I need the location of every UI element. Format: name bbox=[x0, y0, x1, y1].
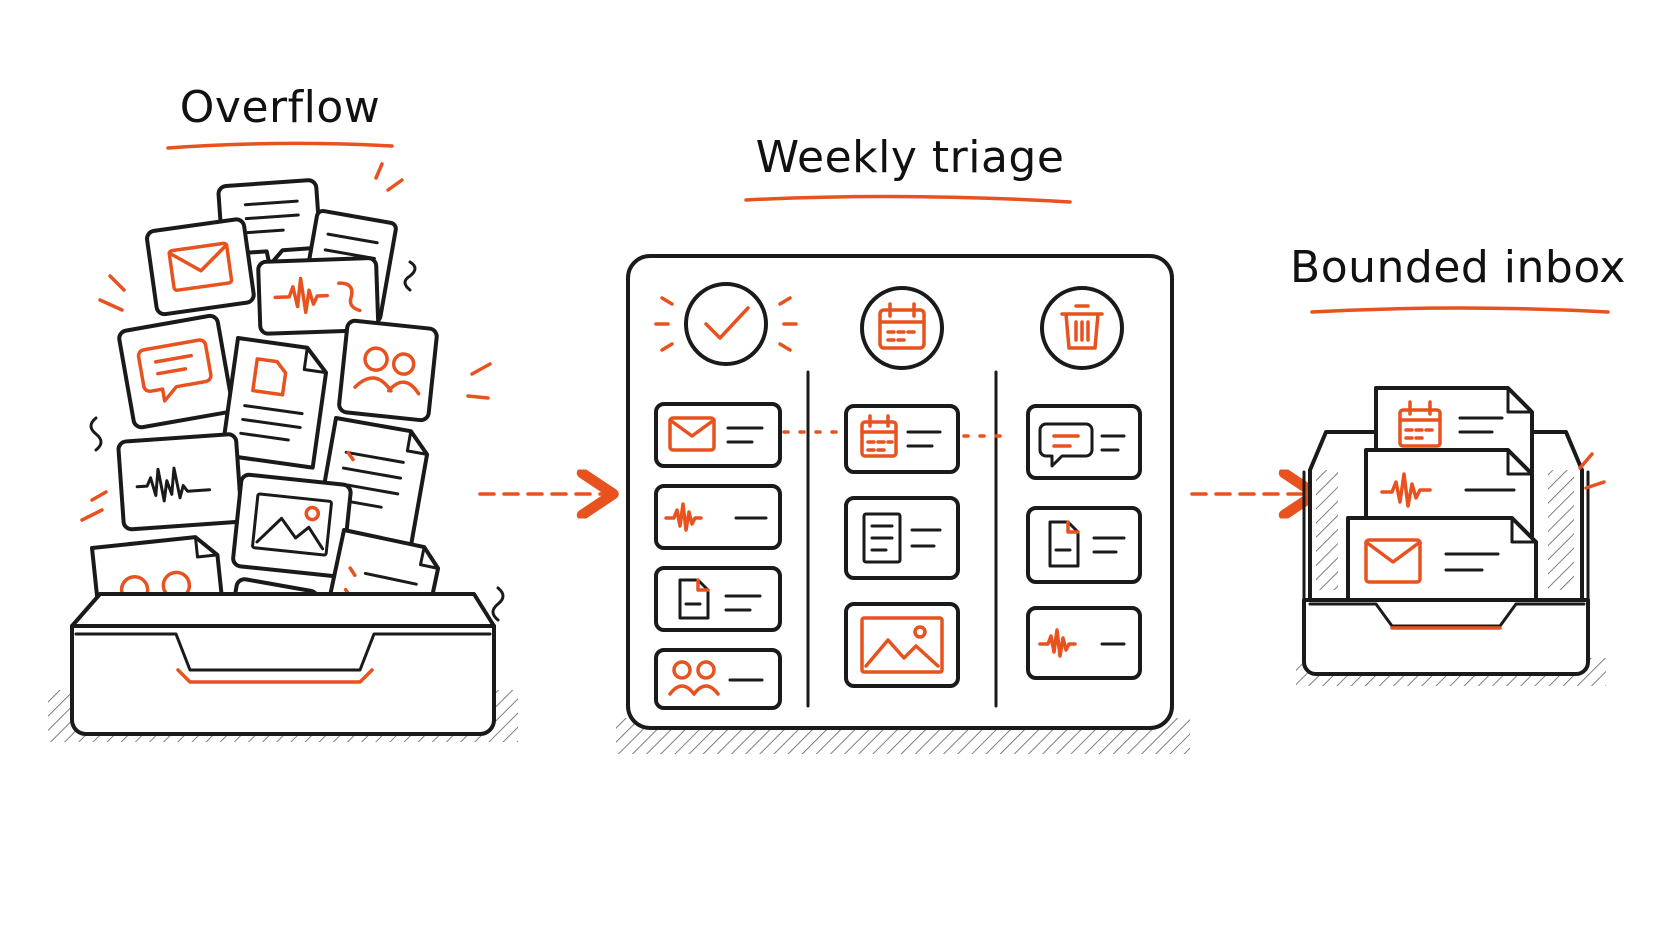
title-triage-group: Weekly triage bbox=[744, 132, 1072, 204]
overflow-card-waveform-top bbox=[256, 256, 381, 336]
overflow-card-waveform-mid bbox=[116, 432, 244, 532]
bounded-tray-inner-hatch-left bbox=[1316, 470, 1338, 590]
bounded-inbox bbox=[1296, 386, 1606, 686]
title-overflow-group: Overflow bbox=[166, 82, 394, 150]
overflow-card-document bbox=[219, 336, 329, 470]
triage-item-waveform bbox=[654, 484, 782, 550]
stage-title-overflow: Overflow bbox=[180, 82, 380, 133]
stage-title-bounded: Bounded inbox bbox=[1290, 242, 1626, 293]
stage-title-triage: Weekly triage bbox=[756, 132, 1065, 183]
triage-item-mail bbox=[654, 402, 782, 468]
bounded-motion-ticks bbox=[1578, 452, 1606, 490]
triage-board bbox=[616, 254, 1190, 754]
overflow-card-people bbox=[337, 318, 439, 423]
title-underline-overflow bbox=[166, 141, 394, 150]
triage-item-chat bbox=[1026, 404, 1142, 480]
triage-col-header-trash bbox=[1040, 286, 1124, 370]
triage-item-image bbox=[844, 602, 960, 688]
overflow-motion-ticks bbox=[80, 162, 505, 622]
bounded-tray-inner-hatch-right bbox=[1548, 470, 1574, 590]
triage-col-header-check bbox=[654, 282, 798, 366]
triage-col-header-calendar bbox=[860, 286, 944, 370]
bounded-card-mail bbox=[1346, 516, 1538, 610]
triage-item-calendar bbox=[844, 404, 960, 474]
bounded-tray-lip bbox=[1302, 470, 1590, 628]
triage-item-document-2 bbox=[1026, 506, 1142, 584]
title-bounded-group: Bounded inbox bbox=[1290, 242, 1626, 314]
overflow-card-image bbox=[231, 472, 353, 579]
triage-item-document bbox=[654, 566, 782, 632]
overflow-card-chat-orange bbox=[117, 313, 235, 430]
title-underline-triage bbox=[744, 194, 1072, 204]
overflow-card-mail bbox=[145, 217, 256, 317]
overflow-tray bbox=[70, 592, 496, 736]
triage-item-waveform-2 bbox=[1026, 606, 1142, 680]
triage-item-notes bbox=[844, 496, 960, 580]
title-underline-bounded bbox=[1310, 306, 1610, 314]
overflow-pile bbox=[48, 162, 518, 742]
bounded-tray-front bbox=[1302, 598, 1590, 676]
triage-item-people bbox=[654, 648, 782, 710]
